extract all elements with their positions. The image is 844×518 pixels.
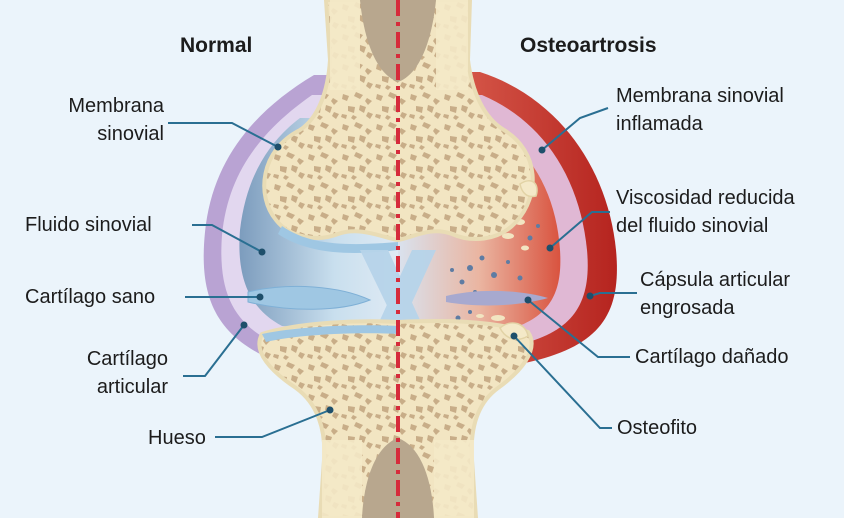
label-hueso: Hueso bbox=[148, 424, 206, 452]
header-osteoartrosis: Osteoartrosis bbox=[520, 32, 657, 60]
label-fluido-sinovial: Fluido sinovial bbox=[25, 211, 152, 239]
label-viscosidad-reducida: Viscosidad reducida del fluido sinovial bbox=[616, 184, 795, 240]
label-membrana-sinovial: Membrana sinovial bbox=[68, 92, 164, 148]
header-normal: Normal bbox=[180, 32, 252, 60]
label-cartilago-sano: Cartílago sano bbox=[25, 283, 155, 311]
label-cartilago-articular: Cartílago articular bbox=[87, 345, 168, 401]
label-capsula-articular: Cápsula articular engrosada bbox=[640, 266, 790, 322]
label-osteofito: Osteofito bbox=[617, 414, 697, 442]
label-membrana-sinovial-inflamada: Membrana sinovial inflamada bbox=[616, 82, 784, 138]
label-cartilago-danado: Cartílago dañado bbox=[635, 343, 788, 371]
